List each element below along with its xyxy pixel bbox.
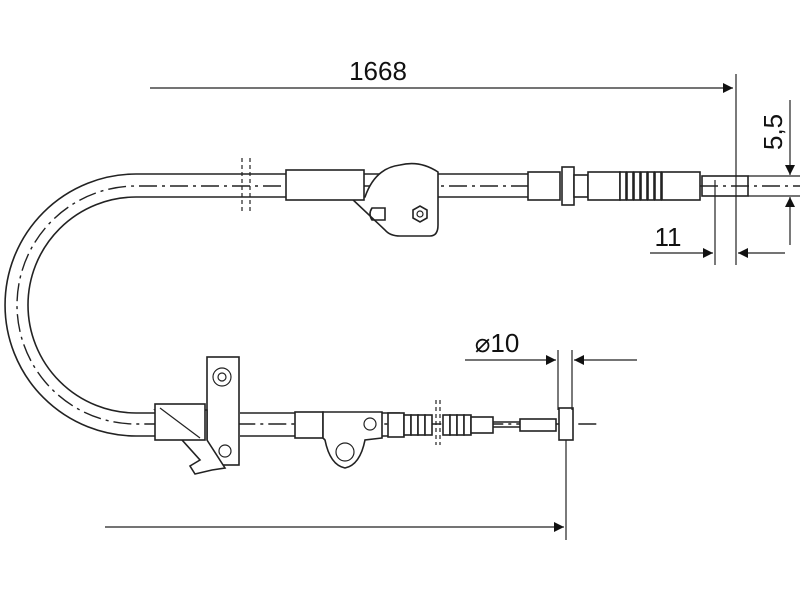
dimension-label-11: 11 [655, 222, 682, 252]
lower-mounting-clip [153, 356, 240, 475]
dimension-end-offset: 5,5 [748, 100, 800, 245]
dimension-label-1668: 1668 [349, 56, 407, 86]
dimension-label-diameter-10: ⌀10 [475, 328, 520, 358]
upper-mounting-bracket [285, 162, 439, 237]
dimension-overall-length: 1668 [150, 56, 737, 265]
dimension-label-5-5: 5,5 [758, 114, 788, 150]
upper-end-fitting [527, 166, 800, 206]
dimension-end-length: 11 [650, 180, 785, 265]
lower-intermediate-bracket [294, 411, 383, 469]
dimension-diameter: ⌀10 [465, 328, 637, 540]
lower-end-fitting [387, 400, 574, 445]
upper-bellows [619, 171, 662, 201]
